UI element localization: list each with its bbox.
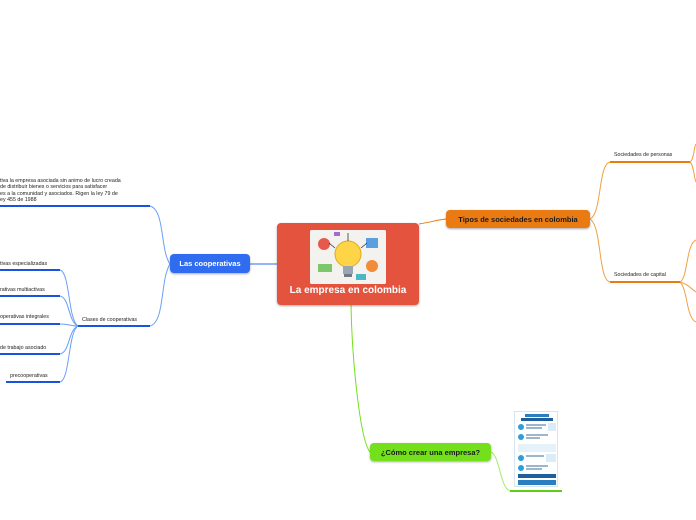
topic-tipos-de-sociedades[interactable]: Tipos de sociedades en colombia [446,210,590,228]
subtopic-cooperativas-especializadas[interactable]: tivas especializadas [0,261,48,267]
definition-line: es a la comunidad y asociados. Rigen la … [0,190,118,197]
subtopic-sociedades-de-personas[interactable]: Sociedades de personas [614,152,673,158]
topic-label: Las cooperativas [179,259,241,268]
topic-label: Tipos de sociedades en colombia [458,214,578,224]
subtopic-cooperativas-integrales[interactable]: operativas integrales [0,314,49,320]
central-topic-title: La empresa en colombia [289,285,407,296]
subtopic-clases-de-cooperativas[interactable]: Clases de cooperativas [82,317,138,323]
definition-line: ey 455 de 1988 [0,196,37,203]
central-topic-node[interactable]: La empresa en colombia [277,223,419,305]
definition-line: de distribuir bienes o servicios para sa… [0,184,108,191]
topic-las-cooperativas[interactable]: Las cooperativas [170,254,250,273]
subtopic-trabajo-asociado[interactable]: de trabajo asociado [0,345,47,351]
definition-line: tiva la empresa asociada sin animo de lu… [0,178,121,184]
lightbulb-business-icon [310,230,386,284]
cooperativas-definition[interactable]: tiva la empresa asociada sin animo de lu… [0,178,121,203]
subtopic-precooperativas[interactable]: precooperativas [10,373,48,379]
infographic-image-icon[interactable] [514,411,558,487]
topic-label: ¿Cómo crear una empresa? [380,447,481,457]
topic-como-crear-empresa[interactable]: ¿Cómo crear una empresa? [370,443,491,461]
subtopic-cooperativas-multiactivas[interactable]: rativas multiactivas [0,287,45,293]
subtopic-sociedades-de-capital[interactable]: Sociedades de capital [614,272,666,278]
